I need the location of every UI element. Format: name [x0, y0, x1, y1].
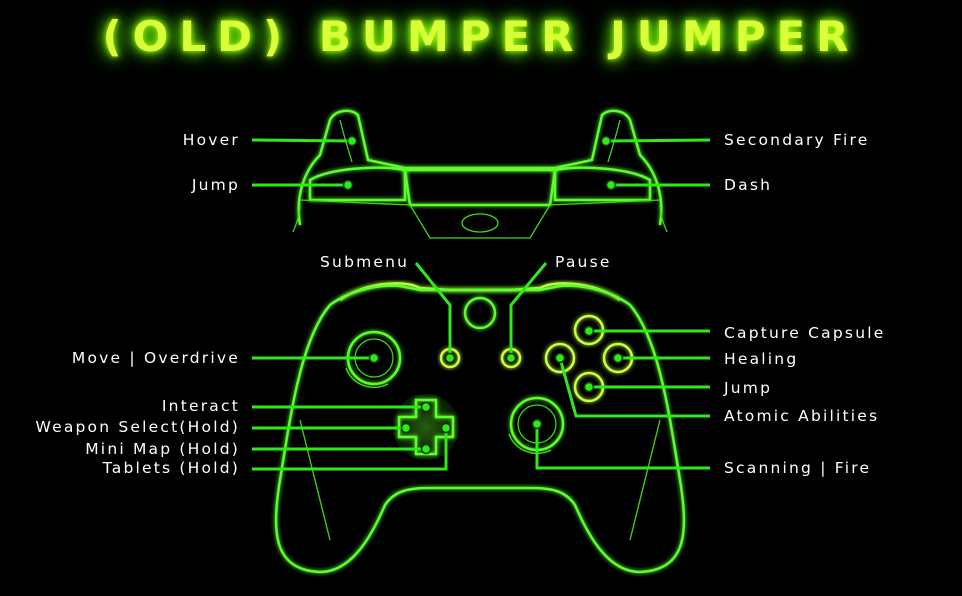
label-pause: Pause	[555, 253, 612, 271]
page-title: (OLD) BUMPER JUMPER	[102, 12, 860, 61]
label-mini-map: Mini Map (Hold)	[85, 440, 240, 458]
label-submenu: Submenu	[320, 253, 410, 271]
label-interact: Interact	[161, 397, 240, 415]
label-move-overdrive: Move | Overdrive	[71, 349, 240, 367]
label-tablets: Tablets (Hold)	[102, 459, 240, 477]
label-secondary-fire: Secondary Fire	[724, 131, 870, 149]
label-atomic-abilities: Atomic Abilities	[724, 407, 880, 425]
label-capture-capsule: Capture Capsule	[724, 324, 886, 342]
leader-dots	[342, 135, 624, 455]
label-scanning-fire: Scanning | Fire	[724, 459, 872, 477]
controller-top-view	[292, 109, 668, 239]
leader-lines	[251, 138, 711, 471]
label-jump-bumper: Jump	[191, 176, 240, 194]
label-hover: Hover	[182, 131, 240, 149]
label-dash: Dash	[724, 176, 773, 194]
label-weapon-select: Weapon Select(Hold)	[35, 418, 240, 436]
label-healing: Healing	[724, 350, 799, 368]
label-jump-button: Jump	[724, 379, 773, 397]
